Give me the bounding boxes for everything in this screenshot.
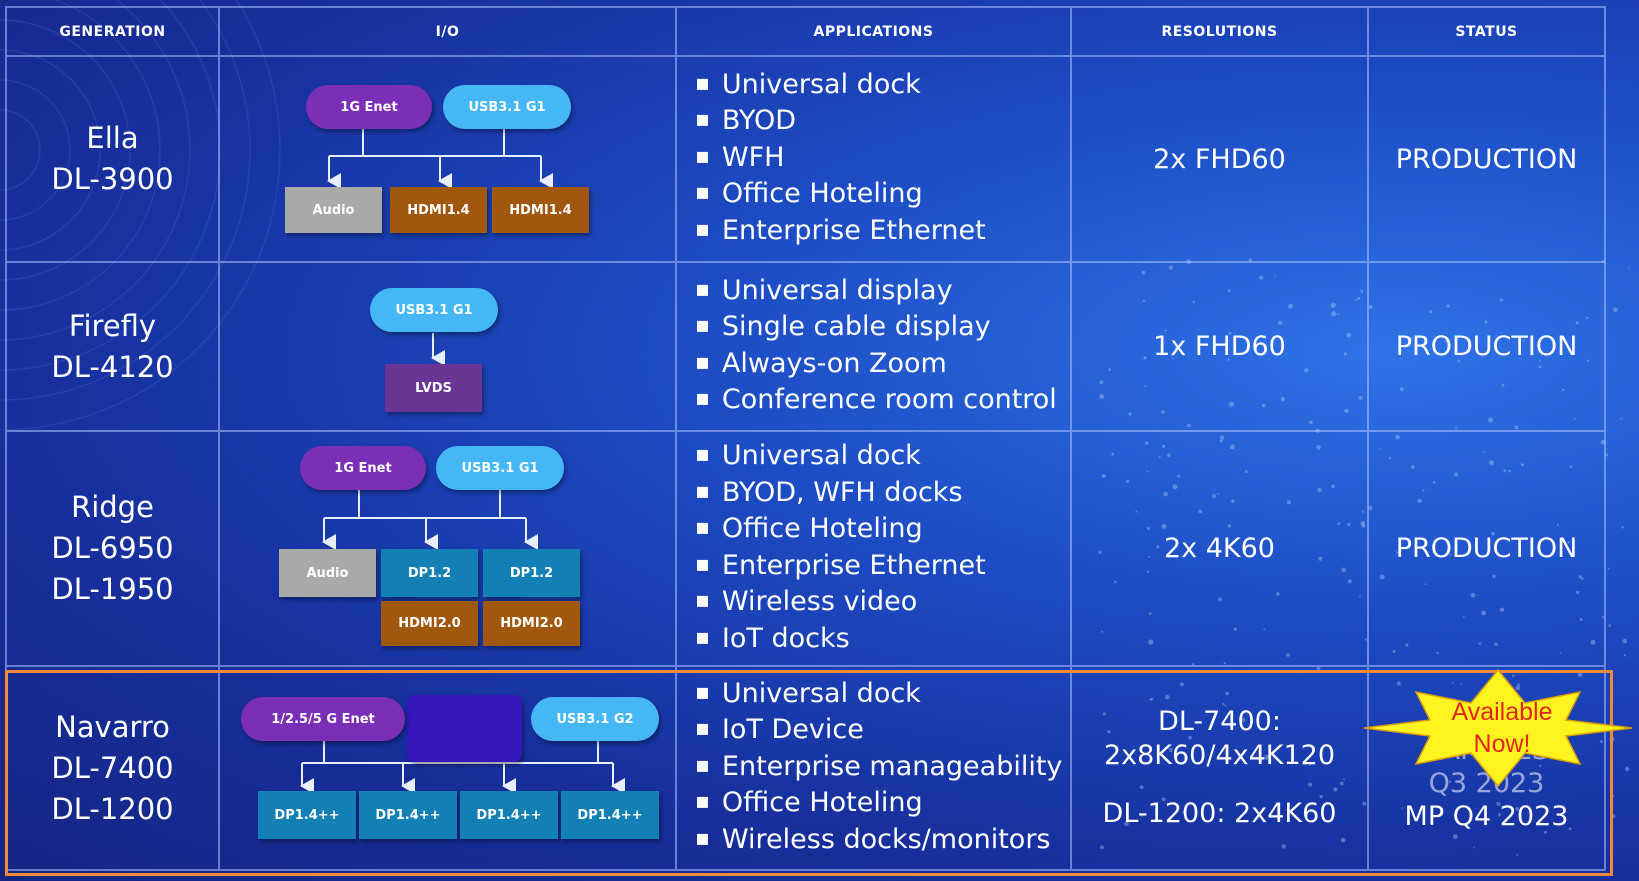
port-usb: USB3.1 G1 [443, 85, 571, 129]
output-audio: Audio [285, 187, 382, 233]
output-hdmi: HDMI1.4 [390, 187, 487, 233]
output-hdmi: HDMI2.0 [381, 601, 478, 646]
io-connectors [322, 490, 538, 550]
header-status: STATUS [1369, 6, 1606, 57]
application-item: Office Hoteling [695, 512, 986, 549]
application-item: IoT Device [695, 713, 1062, 750]
applications-ridge: Universal dock BYOD, WFH docks Office Ho… [677, 432, 1072, 667]
generation-ella: Ella DL-3900 [5, 57, 220, 263]
resolution-line: DL-7400: [1158, 706, 1281, 737]
background-dot [1608, 624, 1612, 627]
resolution-ridge: 2x 4K60 [1072, 432, 1369, 667]
generation-navarro: Navarro DL-7400 DL-1200 [5, 667, 220, 871]
badge-line: Available [1451, 698, 1552, 726]
status-firefly: PRODUCTION [1369, 263, 1606, 432]
output-dp: DP1.4++ [561, 791, 659, 839]
resolution-ella: 2x FHD60 [1072, 57, 1369, 263]
header-generation: GENERATION [5, 6, 220, 57]
output-dp: DP1.2 [483, 549, 580, 597]
io-diagram-navarro: 1/2.5/5 G Enet USB3.1 G2 DP1.4++ DP1.4++… [220, 667, 677, 871]
generation-name: Ridge [71, 490, 154, 524]
applications-firefly: Universal display Single cable display A… [677, 263, 1072, 432]
status-ridge: PRODUCTION [1369, 432, 1606, 667]
io-connectors [327, 127, 553, 189]
generation-model: DL-3900 [51, 162, 174, 196]
application-item: Office Hoteling [695, 786, 1062, 823]
status-line: MP Q4 2023 [1404, 800, 1569, 832]
port-usb: USB3.1 G1 [436, 446, 564, 490]
starburst-shape [1363, 668, 1633, 788]
resolution-line: DL-1200: 2x4K60 [1102, 798, 1337, 829]
application-item: Wireless video [695, 585, 986, 622]
background-dot [1628, 267, 1630, 270]
applications-ella: Universal dock BYOD WFH Office Hoteling … [677, 57, 1072, 263]
background-dot [1611, 794, 1615, 798]
chip-block [407, 695, 522, 762]
output-dp: DP1.2 [381, 549, 478, 597]
background-dot [1622, 638, 1627, 644]
output-dp: DP1.4++ [258, 791, 356, 839]
generation-model: DL-4120 [51, 349, 174, 384]
output-dp: DP1.4++ [359, 791, 457, 839]
application-item: BYOD [695, 104, 986, 141]
generation-name: Ella [86, 121, 139, 155]
application-item: Enterprise Ethernet [695, 549, 986, 586]
generation-model: DL-1200 [51, 791, 174, 826]
output-hdmi: HDMI2.0 [483, 601, 580, 646]
generation-model: DL-1950 [51, 572, 174, 606]
resolution-navarro: DL-7400: 2x8K60/4x4K120 DL-1200: 2x4K60 [1072, 667, 1369, 871]
application-item: Always-on Zoom [695, 347, 1057, 384]
io-diagram-firefly: USB3.1 G1 LVDS [220, 263, 677, 432]
port-usb: USB3.1 G1 [370, 288, 498, 332]
header-resolutions: RESOLUTIONS [1072, 6, 1369, 57]
background-dot [1623, 654, 1627, 657]
generation-firefly: Firefly DL-4120 [5, 263, 220, 432]
io-diagram-ella: 1G Enet USB3.1 G1 Audio HDMI1.4 HDMI1.4 [220, 57, 677, 263]
resolution-firefly: 1x FHD60 [1072, 263, 1369, 432]
generation-model: DL-6950 [51, 531, 174, 565]
application-item: Single cable display [695, 310, 1057, 347]
output-lvds: LVDS [385, 364, 482, 412]
port-1g-enet: 1G Enet [300, 446, 426, 490]
generation-table: GENERATION I/O APPLICATIONS RESOLUTIONS … [5, 6, 1606, 871]
generation-name: Firefly [68, 308, 157, 343]
applications-navarro: Universal dock IoT Device Enterprise man… [677, 667, 1072, 871]
background-dot [1610, 813, 1616, 819]
application-item: Universal dock [695, 68, 986, 105]
output-audio: Audio [279, 549, 376, 597]
application-item: Enterprise manageability [695, 750, 1062, 787]
application-item: Wireless docks/monitors [695, 823, 1062, 860]
background-dot [1607, 567, 1610, 570]
generation-ridge: Ridge DL-6950 DL-1950 [5, 432, 220, 667]
application-item: BYOD, WFH docks [695, 476, 986, 513]
background-dot [1620, 417, 1623, 420]
generation-name: Navarro [55, 709, 170, 744]
application-item: Enterprise Ethernet [695, 214, 986, 251]
output-dp: DP1.4++ [460, 791, 558, 839]
status-ella: PRODUCTION [1369, 57, 1606, 263]
application-item: WFH [695, 141, 986, 178]
io-diagram-ridge: 1G Enet USB3.1 G1 Audio DP1.2 DP1.2 HDMI… [220, 432, 677, 667]
application-item: Universal dock [695, 439, 986, 476]
application-item: IoT docks [695, 622, 986, 659]
io-connectors [431, 333, 445, 366]
available-now-badge: Available Now! [1363, 668, 1633, 788]
io-connectors [300, 738, 625, 794]
header-io: I/O [220, 6, 677, 57]
application-item: Universal dock [695, 677, 1062, 714]
output-hdmi: HDMI1.4 [492, 187, 589, 233]
application-item: Conference room control [695, 383, 1057, 420]
application-item: Universal display [695, 274, 1057, 311]
application-item: Office Hoteling [695, 177, 986, 214]
background-dot [1621, 526, 1624, 529]
port-usb: USB3.1 G2 [531, 697, 659, 741]
background-dot [1613, 307, 1618, 313]
port-enet: 1/2.5/5 G Enet [241, 697, 405, 741]
generation-model: DL-7400 [51, 750, 174, 785]
header-applications: APPLICATIONS [677, 6, 1072, 57]
port-1g-enet: 1G Enet [306, 85, 432, 129]
badge-line: Now! [1474, 730, 1531, 758]
resolution-line: 2x8K60/4x4K120 [1103, 740, 1336, 771]
